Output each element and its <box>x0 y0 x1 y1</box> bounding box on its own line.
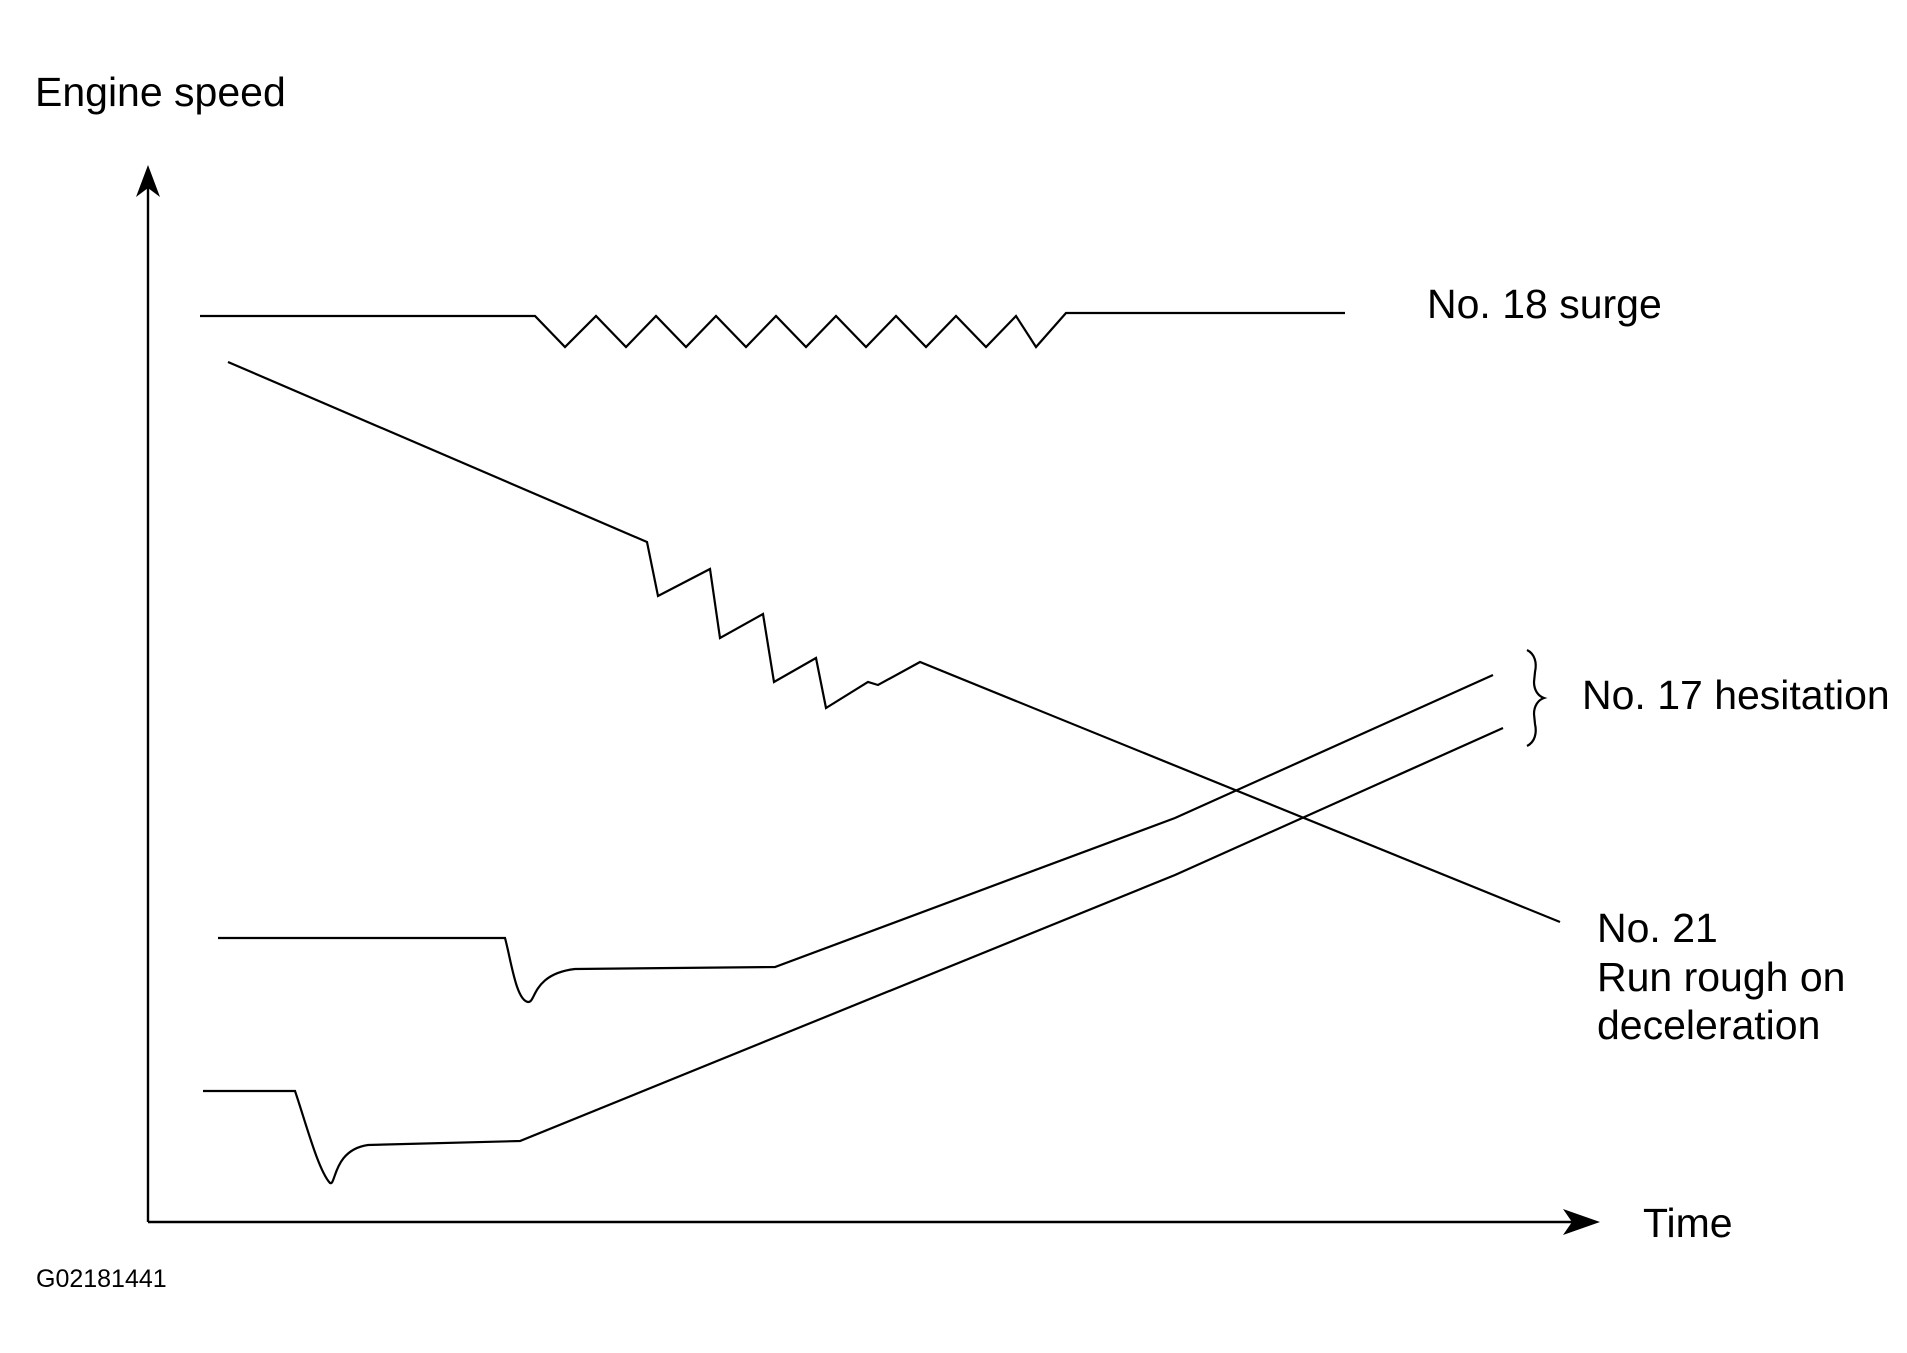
run-rough-label-line3: deceleration <box>1597 1002 1820 1048</box>
run-rough-label-line1: No. 21 <box>1597 905 1718 951</box>
y-axis-arrowhead <box>136 165 160 197</box>
figure-id: G02181441 <box>36 1265 167 1293</box>
x-axis-arrowhead <box>1563 1209 1600 1235</box>
hesitation-label: No. 17 hesitation <box>1582 672 1890 718</box>
surge-trace <box>200 311 1345 349</box>
hesitation-trace-lower <box>203 726 1504 1185</box>
x-axis-label: Time <box>1643 1200 1733 1246</box>
run-rough-label-line2: Run rough on <box>1597 954 1845 1000</box>
surge-label: No. 18 surge <box>1427 281 1662 327</box>
run-rough-deceleration-trace <box>227 360 1561 924</box>
hesitation-brace <box>1526 649 1548 747</box>
hesitation-trace-upper <box>218 673 1494 1004</box>
y-axis-label: Engine speed <box>35 69 286 115</box>
